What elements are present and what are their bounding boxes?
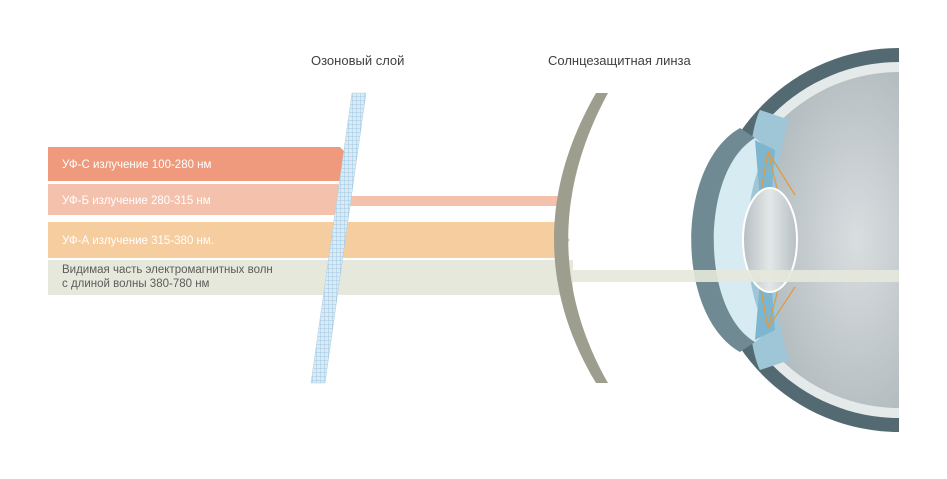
sunglass-lens bbox=[554, 93, 608, 383]
crystalline-lens bbox=[742, 187, 798, 293]
uvb-label: УФ-Б излучение 280-315 нм bbox=[62, 195, 211, 207]
visible-label-line2: с длиной волны 380-780 нм bbox=[62, 278, 210, 290]
cornea-inner bbox=[713, 138, 770, 342]
band-visible-beam bbox=[565, 270, 899, 282]
eye bbox=[691, 48, 899, 432]
band-uvb bbox=[48, 184, 350, 215]
ozone-layer-label: Озоновый слой bbox=[311, 53, 404, 68]
uvc-label: УФ-С излучение 100-280 нм bbox=[62, 159, 212, 171]
band-uvc bbox=[48, 147, 356, 181]
radiation-bands bbox=[48, 147, 899, 295]
cornea bbox=[691, 128, 755, 352]
sun-lens-label: Солнцезащитная линза bbox=[548, 53, 691, 68]
band-uva bbox=[48, 222, 570, 258]
band-uvb-beam bbox=[345, 196, 567, 206]
uva-label: УФ-А излучение 315-380 нм. bbox=[62, 235, 214, 247]
visible-label-line1: Видимая часть электромагнитных волн bbox=[62, 264, 273, 276]
band-visible bbox=[48, 260, 573, 295]
ozone-layer bbox=[310, 92, 367, 384]
